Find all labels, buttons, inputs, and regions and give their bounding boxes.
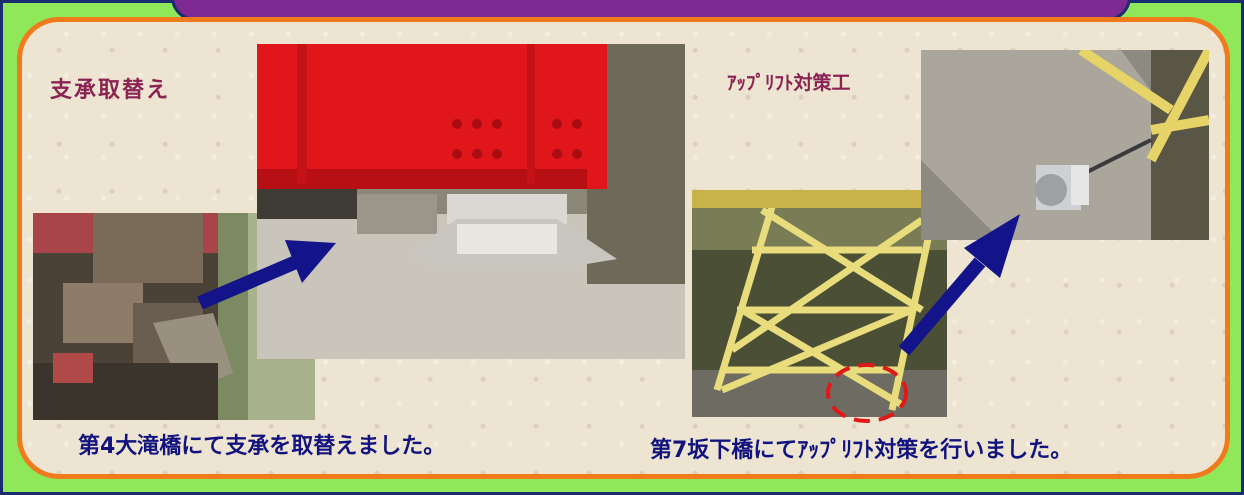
uplift-countermeasure-heading: ｱｯﾌﾟﾘﾌﾄ対策工 [727,72,851,94]
truss-bridge-photo [692,190,947,417]
new-bearing-photo [257,44,685,359]
bearing-replacement-heading: 支承取替え [50,78,171,103]
bearing-replacement-caption: 第4大滝橋にて支承を取替えました。 [78,434,446,459]
uplift-countermeasure-caption: 第7坂下橋にてｱｯﾌﾟﾘﾌﾄ対策を行いました。 [650,438,1073,463]
uplift-anchor-photo [921,50,1209,240]
